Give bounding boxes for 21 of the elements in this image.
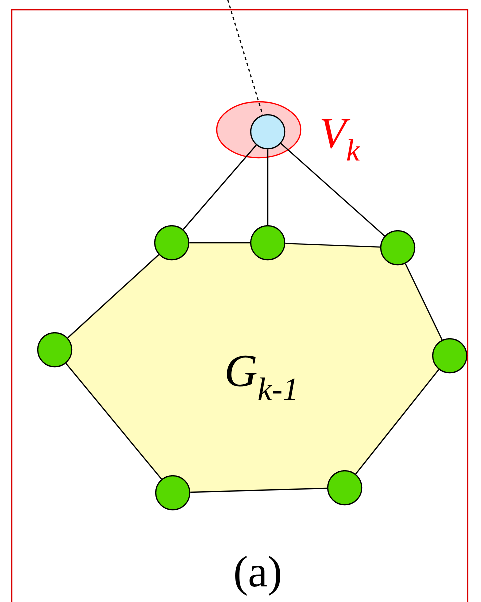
edge-line bbox=[190, 488, 328, 494]
edge-line bbox=[68, 254, 160, 339]
caption: (a) bbox=[236, 556, 280, 596]
vertex-circle bbox=[380, 230, 416, 266]
edge-line bbox=[286, 243, 380, 248]
graph-label: G$_{k-1}$ bbox=[227, 356, 296, 400]
edge-line bbox=[267, 150, 269, 226]
vertex-circle bbox=[432, 338, 468, 374]
edge-line bbox=[405, 264, 443, 340]
vertex-circle bbox=[250, 225, 286, 261]
vertex-circle bbox=[37, 332, 73, 368]
vertex-circle bbox=[327, 470, 363, 506]
vertex-label: V$_{k}$ bbox=[322, 119, 361, 161]
vertex-circle bbox=[154, 225, 190, 261]
edge-line bbox=[355, 369, 440, 475]
edge-line bbox=[190, 242, 250, 244]
edge-line bbox=[66, 363, 162, 480]
vertex-circle bbox=[155, 475, 191, 511]
vertex-circle bbox=[250, 114, 286, 150]
edge-line bbox=[183, 144, 257, 230]
edge-line bbox=[280, 143, 386, 237]
